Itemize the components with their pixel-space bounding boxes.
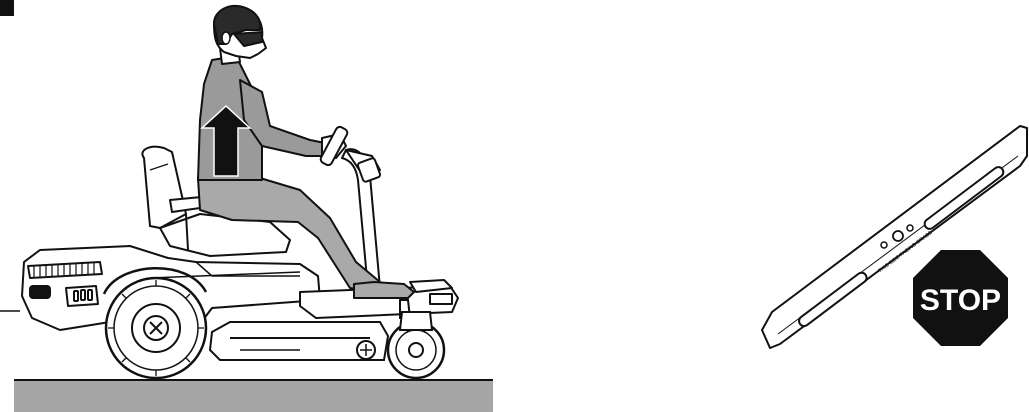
blade-hole-center — [893, 231, 903, 241]
mower-deck — [210, 322, 388, 360]
mower-scene — [0, 6, 493, 412]
stop-sign: STOP — [913, 250, 1008, 346]
rider-shoe — [354, 282, 414, 298]
tail-light — [30, 286, 50, 298]
stop-sign-label: STOP — [920, 284, 1001, 317]
ground-slab — [14, 380, 493, 412]
blade-hole-left — [881, 242, 887, 248]
rear-wheel — [106, 278, 206, 378]
blade-hole-right — [907, 225, 913, 231]
blade-and-sign: THIS SIDE FACING GRASS STOP — [762, 126, 1027, 348]
